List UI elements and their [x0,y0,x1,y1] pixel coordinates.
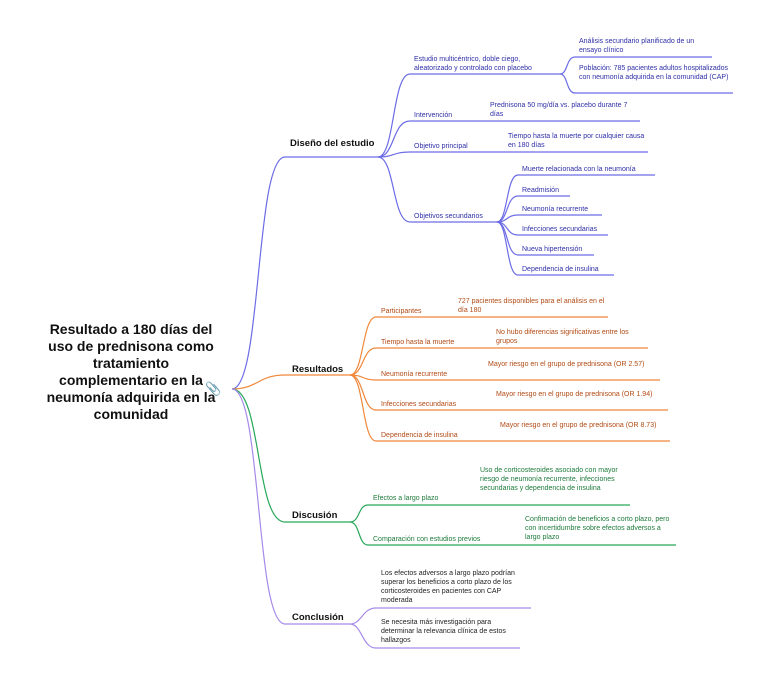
res-label-participantes[interactable]: Participantes [381,308,422,315]
link-sec-2 [496,214,602,223]
res-label-infecciones[interactable]: Infecciones secundarias [381,401,457,408]
link-res-1 [349,347,648,376]
paperclip-icon[interactable]: 📎 [205,381,222,396]
link-root-conclusion [231,388,350,625]
res-detail-tiempo[interactable]: No hubo diferencias significativas entre… [496,329,629,345]
link-analisis [559,56,712,75]
link-poblacion [559,73,733,94]
link-conc-0 [349,607,531,625]
branch-discusion[interactable]: Discusión [292,510,338,521]
res-detail-neumonia[interactable]: Mayor riesgo en el grupo de prednisona (… [488,361,645,368]
link-root-diseno [231,156,378,390]
link-estudio [377,73,560,158]
conc-item-investigacion[interactable]: Se necesita más investigación para deter… [381,619,506,644]
link-objetivo [377,151,503,158]
link-root-resultados [231,374,350,390]
res-label-tiempo[interactable]: Tiempo hasta la muerte [381,339,455,346]
link-conc-1 [349,623,520,649]
link-secundarios [377,156,497,223]
sec-item-neumonia[interactable]: Neumonía recurrente [522,206,589,213]
branch-conclusion[interactable]: Conclusión [292,612,344,623]
link-res-0 [349,316,608,376]
node-objetivo-detalle[interactable]: Tiempo hasta la muerte por cualquier cau… [508,133,645,149]
link-res-2 [349,374,660,381]
disc-label-comparacion[interactable]: Comparación con estudios previos [373,536,481,543]
node-intervencion-detalle[interactable]: Prednisona 50 mg/día vs. placebo durante… [490,102,628,118]
sec-item-hipertension[interactable]: Nueva hipertensión [522,246,583,253]
disc-detail-comparacion[interactable]: Confirmación de beneficios a corto plazo… [525,516,670,541]
branch-diseno[interactable]: Diseño del estudio [290,138,375,149]
node-secundarios[interactable]: Objetivos secundarios [414,213,483,220]
node-poblacion[interactable]: Población: 785 pacientes adultos hospita… [579,65,729,81]
res-detail-participantes[interactable]: 727 pacientes disponibles para el anális… [458,298,605,314]
link-root-discusion [231,388,350,523]
sec-item-insulina[interactable]: Dependencia de insulina [522,266,599,273]
disc-label-largo-plazo[interactable]: Efectos a largo plazo [373,495,439,502]
node-intervencion[interactable]: Intervención [414,112,453,119]
link-disc-0 [349,504,630,523]
root-topic[interactable]: Resultado a 180 días del uso de predniso… [46,321,216,422]
link-intervencion [377,120,485,158]
node-objetivo[interactable]: Objetivo principal [414,143,468,150]
branch-resultados[interactable]: Resultados [292,364,344,375]
res-detail-infecciones[interactable]: Mayor riesgo en el grupo de prednisona (… [496,391,653,398]
link-sec-1 [496,195,570,223]
res-detail-insulina[interactable]: Mayor riesgo en el grupo de prednisona (… [500,422,657,429]
link-sec-5 [496,221,614,276]
link-res-3 [349,374,668,411]
link-res-4 [349,374,670,442]
sec-item-muerte[interactable]: Muerte relacionada con la neumonía [522,166,636,173]
link-disc-1 [349,521,676,546]
node-analisis[interactable]: Análisis secundario planificado de un en… [579,38,695,54]
sec-item-readmision[interactable]: Readmisión [522,187,559,194]
res-label-neumonia[interactable]: Neumonía recurrente [381,371,448,378]
conc-item-efectos[interactable]: Los efectos adversos a largo plazo podrí… [381,570,515,604]
res-label-insulina[interactable]: Dependencia de insulina [381,432,458,439]
disc-detail-largo-plazo[interactable]: Uso de corticosteroides asociado con may… [480,467,618,492]
sec-item-infecciones[interactable]: Infecciones secundarias [522,226,598,233]
node-estudio[interactable]: Estudio multicéntrico, doble ciego, alea… [414,56,532,72]
